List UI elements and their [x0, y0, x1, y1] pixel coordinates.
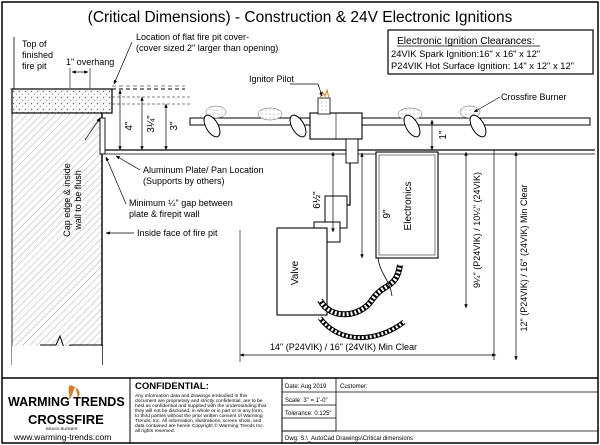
dim-1: 1": [438, 130, 449, 140]
top-finished-label-3: fire pit: [22, 61, 47, 71]
overhang-label: 1" overhang: [66, 57, 114, 67]
crossfire-burner-label: Crossfire Burner: [501, 92, 567, 102]
dim-3-25: 3¼": [145, 115, 157, 133]
aluminum-label-2: (Supports by others): [143, 176, 225, 186]
clearances-heading: Electronic Ignition Clearances:: [397, 36, 535, 47]
lower-equipment: Valve Electronics: [276, 151, 439, 341]
top-finished-label-2: finished: [22, 50, 53, 60]
ignitor-pilot-label: Ignitor Pilot: [249, 74, 295, 84]
tolerance-field: Tolerance: 0.125": [285, 411, 332, 417]
website-link[interactable]: www.warming-trends.com: [13, 432, 111, 442]
dim-4: 4": [124, 121, 135, 131]
electronics-box: [375, 151, 439, 259]
confidential-line: held as confidential and supplied with t…: [135, 403, 267, 409]
title-block: WARMING TRENDS CROSSFIRE BRASS BURNER ww…: [2, 377, 598, 443]
electronics-label: Electronics: [403, 182, 414, 231]
valve-label: Valve: [290, 260, 301, 285]
gap-label-2: plate & firepit wall: [129, 209, 200, 219]
drawing-title: (Critical Dimensions) - Construction & 2…: [88, 9, 513, 26]
date-field: Date: Aug 2019: [285, 384, 327, 390]
confidential-line: Any information data and drawings embodi…: [135, 393, 248, 399]
confidential-title: CONFIDENTIAL:: [135, 381, 209, 392]
customer-field: Customer:: [340, 384, 368, 390]
gap-label-1: Minimum ¼" gap between: [129, 198, 233, 208]
dwg-field: Dwg: S:\_AutoCad Drawings\Critical dimen…: [285, 436, 413, 442]
clearance-24vik: 24VIK Spark Ignition:16" x 16" x 12": [391, 48, 540, 59]
dim-6-5: 6½": [312, 191, 323, 209]
inside-face-label: Inside face of fire pit: [137, 228, 218, 238]
brand-crossfire-sub: BRASS BURNER: [46, 426, 78, 431]
brand-name: WARMING TRENDS: [8, 395, 125, 409]
confidential-line: to third parties without the prior writt…: [135, 413, 263, 419]
dim-14-16: 14" (P24VIK) / 16" (24VIK) Min Clear: [270, 342, 417, 352]
confidential-text: Any information data and drawings embodi…: [135, 393, 267, 434]
crossfire-burner: 1": [189, 88, 591, 360]
confidential-line: data contained are herein Copyright © Wa…: [135, 422, 264, 429]
cover-label-2: (cover sized 2" larger than opening): [136, 43, 278, 53]
clearance-p24vik: P24VIK Hot Surface Ignition: 14" x 12" x…: [391, 60, 574, 71]
cap-edge-label-1: Cap edge & inside: [62, 163, 72, 237]
dim-3: 3": [169, 121, 180, 131]
dim-12-16: 12" (P24VIK) / 16" (24VIK) Min Clear: [519, 185, 529, 332]
brand-crossfire: CROSSFIRE: [28, 412, 104, 427]
dim-10-25: 9¼" (P24VIK) / 10¼" (24VIK): [472, 172, 482, 288]
cap-edge-label-2: wall to be flush: [73, 170, 83, 231]
valve-box: [276, 227, 328, 316]
scale-field: Scale: 3" = 1'-0": [285, 398, 328, 404]
height-dimensions: 4" 3¼" 3": [112, 89, 190, 151]
warming-trends-logo: WARMING TRENDS CROSSFIRE BRASS BURNER ww…: [8, 385, 125, 442]
pit-cap: [11, 88, 113, 114]
plate-edge: [99, 117, 106, 155]
cover-label-1: Location of flat fire pit cover-: [136, 32, 249, 42]
dim-9: 9": [382, 209, 393, 219]
ignitor-pilot: [317, 97, 331, 115]
aluminum-label-1: Aluminum Plate/ Pan Location: [143, 165, 264, 175]
fire-pit-wall: [11, 88, 113, 365]
top-finished-label-1: Top of: [22, 39, 47, 49]
clearances-box: Electronic Ignition Clearances: 24VIK Sp…: [387, 29, 594, 75]
confidential-line: document are proprietary and strictly co…: [135, 398, 263, 404]
confidential-line: all rights reserved.: [135, 428, 175, 434]
confidential-line: they will not be disclosed, in whole or …: [135, 408, 263, 414]
confidential-line: Trends, Inc. All information, illustrati…: [135, 418, 261, 424]
